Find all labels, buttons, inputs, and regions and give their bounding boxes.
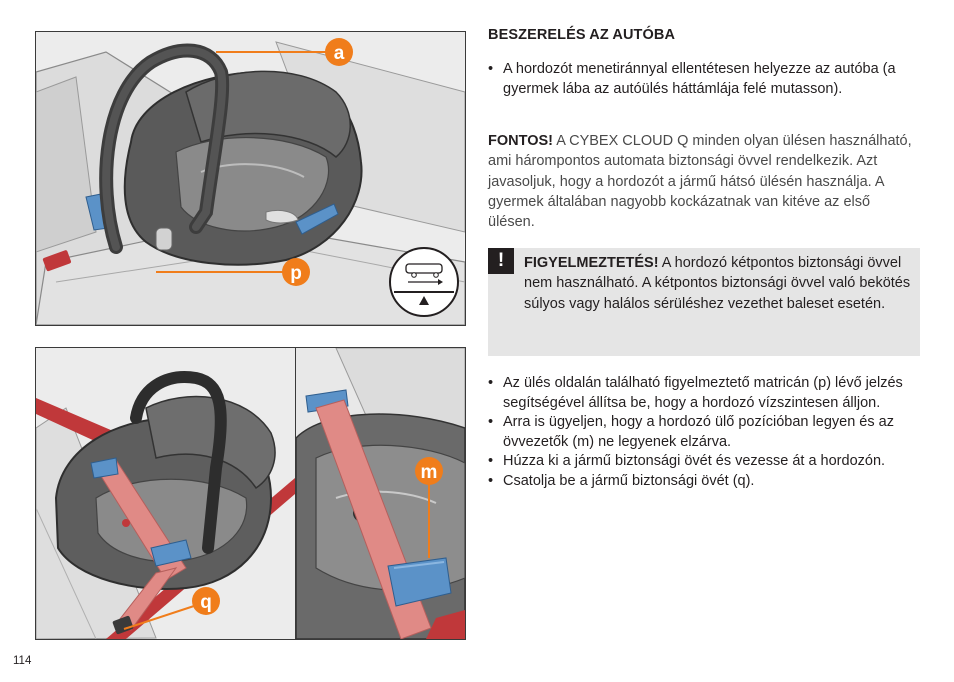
warning-exclamation-icon: ! (488, 248, 514, 274)
warning-label: FIGYELMEZTETÉS! (524, 255, 659, 271)
svg-text:m: m (421, 462, 438, 483)
warning-body: A hordozó kétpontos biztonsági övvel nem… (524, 255, 911, 312)
callout-p (282, 258, 310, 286)
callout-m (415, 457, 443, 485)
page-number: 114 (13, 655, 32, 667)
figure-belt-routing: q (35, 347, 296, 640)
warning-text: FIGYELMEZTETÉS! A hordozó kétpontos bizt… (524, 253, 914, 314)
figure-belt-guide-detail: m (295, 347, 466, 640)
svg-text:a: a (334, 43, 345, 64)
belt-guide-illustration: m (296, 348, 465, 639)
list-item: A hordozót menetiránnyal ellentétesen he… (488, 60, 920, 99)
instruction-list-2: Az ülés oldalán található figyelmeztető … (488, 374, 920, 491)
level-indicator-icon (389, 247, 459, 317)
list-item: Az ülés oldalán található figyelmeztető … (488, 374, 920, 413)
belt-routing-illustration: q (36, 348, 295, 639)
figure-carrier-on-seat: a p (35, 31, 466, 326)
svg-text:p: p (290, 263, 302, 284)
important-text: A CYBEX CLOUD Q minden olyan ülésen hasz… (488, 133, 912, 231)
list-item: Arra is ügyeljen, hogy a hordozó ülő poz… (488, 413, 920, 452)
instruction-list-1: A hordozót menetiránnyal ellentétesen he… (488, 60, 920, 99)
section-heading: BESZERELÉS AZ AUTÓBA (488, 27, 676, 43)
svg-text:q: q (200, 592, 212, 613)
warning-box: ! FIGYELMEZTETÉS! A hordozó kétpontos bi… (488, 248, 920, 356)
list-item: Csatolja be a jármű biztonsági övét (q). (488, 472, 920, 492)
callout-q (192, 587, 220, 615)
callout-a (325, 38, 353, 66)
important-label: FONTOS! (488, 133, 553, 149)
list-item: Húzza ki a jármű biztonsági övét és veze… (488, 452, 920, 472)
important-note: FONTOS! A CYBEX CLOUD Q minden olyan ülé… (488, 131, 920, 232)
carrier-illustration: a p (36, 32, 465, 325)
